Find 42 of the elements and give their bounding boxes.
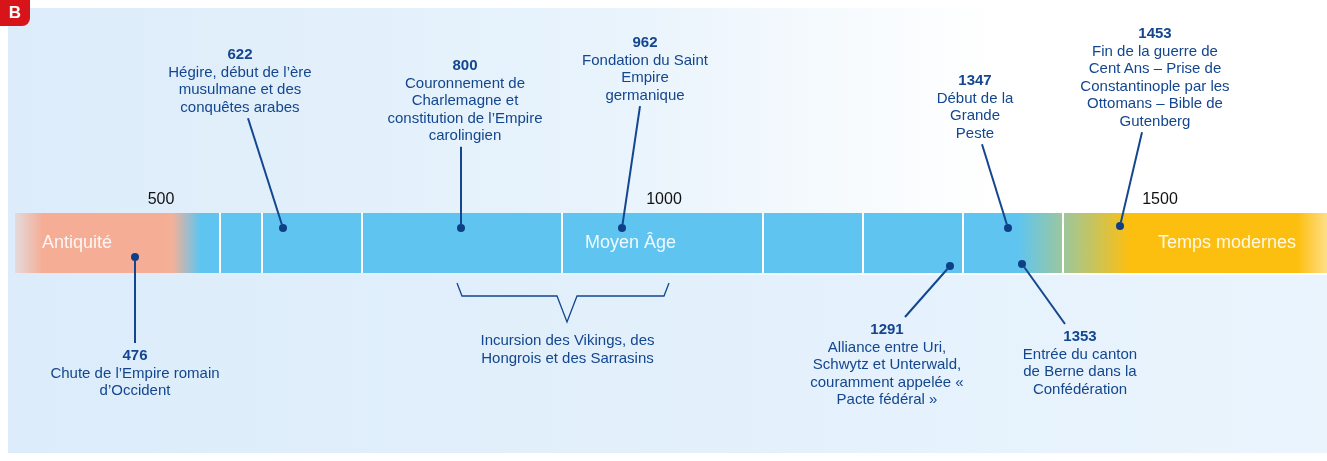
event-year: 1453 xyxy=(1137,24,1173,42)
leader-line xyxy=(460,145,462,225)
era-band xyxy=(1130,213,1327,273)
bracket-caption: Incursion des Vikings, des Hongrois et des Sarrasins xyxy=(479,331,656,367)
timeline-dot xyxy=(457,224,465,232)
event-description: Fondation du Saint Empire germanique xyxy=(581,50,709,104)
timeline-dot xyxy=(1116,222,1124,230)
event-description: Hégire, début de l’ère musulmane et des conquêtes arabes xyxy=(167,62,313,116)
timeline-dot xyxy=(946,262,954,270)
era-name: Antiquité xyxy=(42,232,113,253)
timeline-dot xyxy=(279,224,287,232)
era-name: Moyen Âge xyxy=(585,232,677,253)
leader-line xyxy=(904,268,949,318)
leader-line xyxy=(134,260,136,344)
leader-line xyxy=(621,105,641,226)
event-year: 1291 xyxy=(869,320,905,338)
event-year: 800 xyxy=(451,56,479,74)
event-year: 476 xyxy=(121,346,149,364)
event-year: 1347 xyxy=(957,71,993,89)
year-tick-label: 1500 xyxy=(1141,190,1179,208)
event-description: Début de la Grande Peste xyxy=(935,88,1015,142)
year-tick-label: 500 xyxy=(146,190,176,208)
event-year: 962 xyxy=(631,33,659,51)
event-description: Fin de la guerre de Cent Ans – Prise de Constantinople par les Ottomans – Bible de Gutenberg xyxy=(1079,41,1231,130)
timeline-dot xyxy=(131,253,139,261)
timeline-dot xyxy=(1004,224,1012,232)
event-description: Entrée du canton de Berne dans la Confédération xyxy=(1021,344,1139,398)
event-description: Couronnement de Charlemagne et constitution de l’Empire carolingien xyxy=(386,73,544,144)
year-tick-label: 1000 xyxy=(645,190,683,208)
era-band xyxy=(15,213,200,273)
leader-line xyxy=(1119,131,1143,224)
event-description: Alliance entre Uri, Schwytz et Unterwald, couramment appelée « Pacte fédéral » xyxy=(809,337,965,408)
panel-letter-badge: B xyxy=(0,0,30,26)
timeline-dot xyxy=(618,224,626,232)
timeline-dot xyxy=(1018,260,1026,268)
era-name: Temps modernes xyxy=(1158,232,1297,253)
leader-line xyxy=(247,117,283,226)
event-year: 622 xyxy=(226,45,254,63)
leader-line xyxy=(1023,266,1066,325)
event-description: Chute de l’Empire romain d’Occident xyxy=(50,363,220,399)
event-year: 1353 xyxy=(1062,327,1098,345)
era-band xyxy=(200,213,1130,273)
